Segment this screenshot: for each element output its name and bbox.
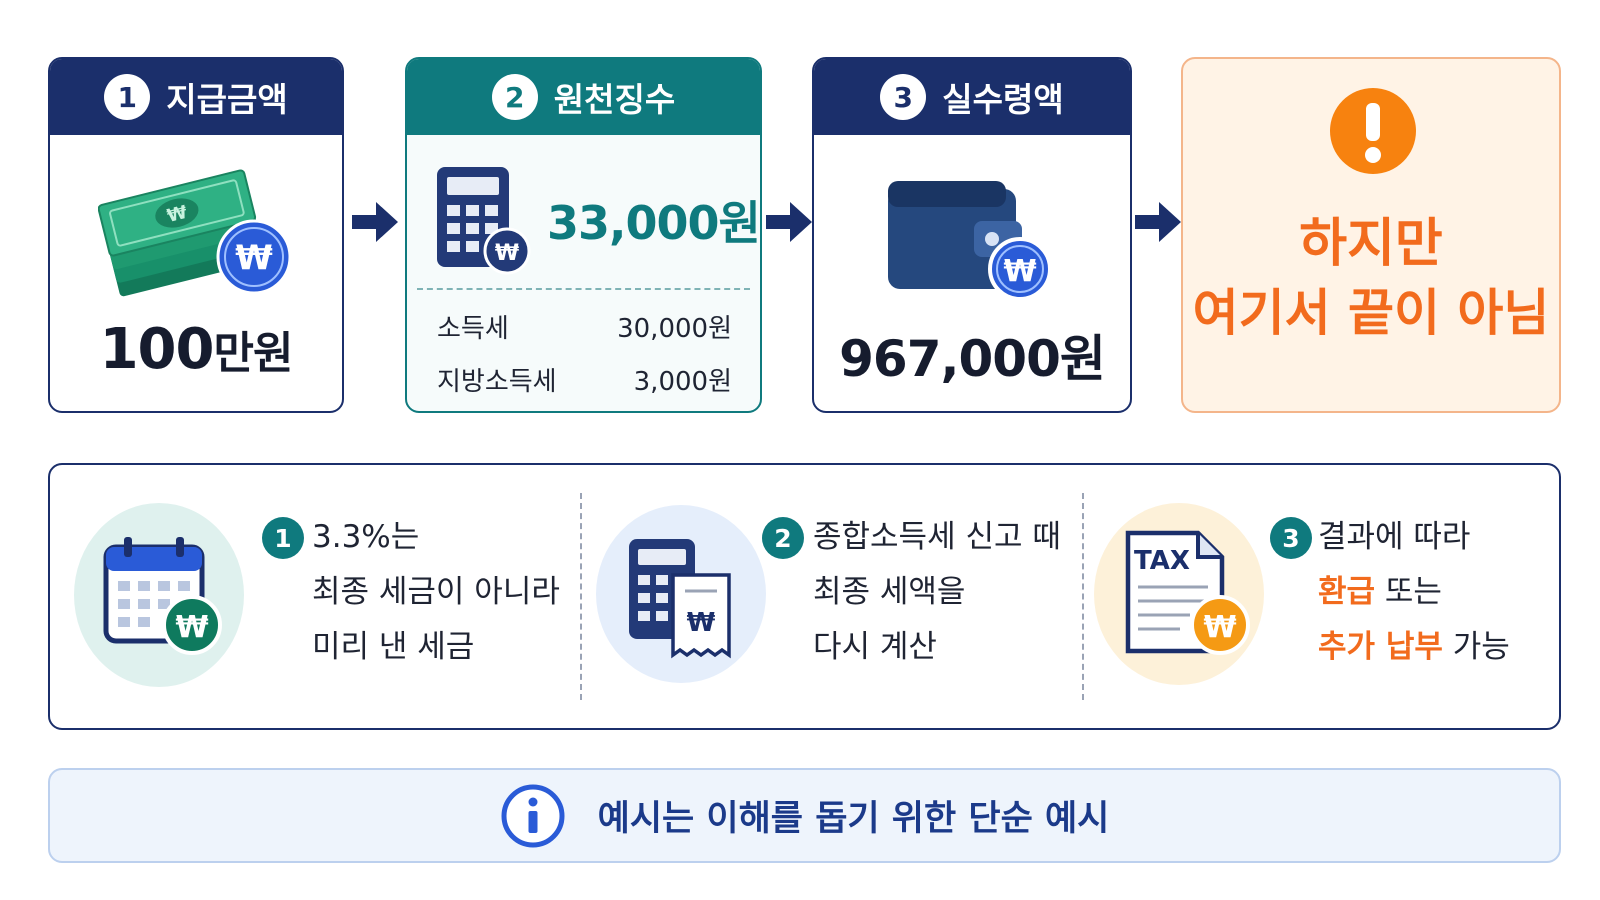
payment-amount: 100만원	[99, 317, 294, 382]
arrow-right-icon	[1135, 202, 1181, 242]
money-stack-icon: ₩	[98, 169, 266, 297]
warning-line1: 하지만	[1299, 214, 1443, 274]
net-pay-amount: 967,000원	[839, 330, 1106, 388]
additional-payment-highlight: 추가 납부	[1318, 629, 1443, 665]
divider	[1082, 493, 1084, 700]
step-number: 2	[491, 74, 538, 120]
svg-text:₩: ₩	[235, 238, 273, 278]
disclaimer-bar: 예시는 이해를 돕기 위한 단순 예시	[48, 768, 1561, 863]
calculator-receipt-icon: ₩	[629, 539, 731, 659]
step-header: 2 원천징수	[407, 59, 760, 135]
svg-text:₩: ₩	[1003, 254, 1036, 289]
step-card-payment: 1 지급금액 ₩ ₩ 100만원	[48, 57, 344, 413]
tax-row-income: 소득세 30,000원	[437, 308, 732, 345]
step-card-withholding: 2 원천징수 ₩ 33,000원 소득세 30,000원 지방소득세 3,000…	[405, 57, 762, 413]
note-text: 결과에 따라 환급 또는 추가 납부 가능	[1318, 519, 1510, 665]
step-number: 1	[104, 74, 151, 120]
refund-highlight: 환급	[1318, 574, 1376, 610]
tax-label: 소득세	[437, 314, 509, 344]
divider	[580, 493, 582, 700]
step-title: 실수령액	[942, 80, 1064, 119]
notes-panel: ₩ 1 3.3%는 최종 세금이 아니라 미리 낸 세금 ₩ 2 종합소득세 신…	[48, 463, 1561, 730]
warning-card: 하지만 여기서 끝이 아님	[1181, 57, 1561, 413]
svg-text:₩: ₩	[495, 241, 519, 266]
svg-text:TAX: TAX	[1134, 546, 1190, 576]
info-icon	[501, 784, 565, 847]
step-title: 지급금액	[166, 80, 288, 119]
calculator-icon: ₩	[437, 167, 531, 275]
svg-text:₩: ₩	[1203, 610, 1236, 645]
note-number: 1	[262, 517, 304, 559]
won-coin-icon: ₩	[216, 219, 292, 295]
note-text: 종합소득세 신고 때 최종 세액을 다시 계산	[813, 519, 1061, 665]
step-number: 3	[880, 74, 927, 120]
note-text: 3.3%는 최종 세금이 아니라 미리 낸 세금	[312, 519, 560, 665]
note-number: 3	[1270, 517, 1312, 559]
step-header: 1 지급금액	[50, 59, 342, 135]
tax-value: 30,000원	[617, 314, 732, 344]
step-card-net-pay: 3 실수령액 ₩ 967,000원	[812, 57, 1132, 413]
svg-text:₩: ₩	[175, 610, 208, 645]
exclamation-icon	[1330, 88, 1416, 174]
tax-label: 지방소득세	[437, 367, 557, 397]
divider	[417, 288, 750, 290]
note-number: 2	[762, 517, 804, 559]
arrow-right-icon	[352, 202, 398, 242]
wallet-icon: ₩	[888, 181, 1052, 301]
warning-line2: 여기서 끝이 아님	[1192, 284, 1550, 342]
disclaimer-text: 예시는 이해를 돕기 위한 단순 예시	[597, 799, 1110, 839]
tax-row-local: 지방소득세 3,000원	[437, 361, 732, 398]
step-title: 원천징수	[553, 80, 676, 119]
withholding-amount: 33,000원	[547, 196, 760, 250]
calendar-won-icon: ₩	[103, 537, 222, 655]
arrow-right-icon	[766, 202, 812, 242]
tax-document-icon: TAX ₩	[1125, 530, 1250, 655]
svg-text:₩: ₩	[687, 608, 716, 638]
tax-value: 3,000원	[633, 367, 732, 397]
step-header: 3 실수령액	[814, 59, 1130, 135]
